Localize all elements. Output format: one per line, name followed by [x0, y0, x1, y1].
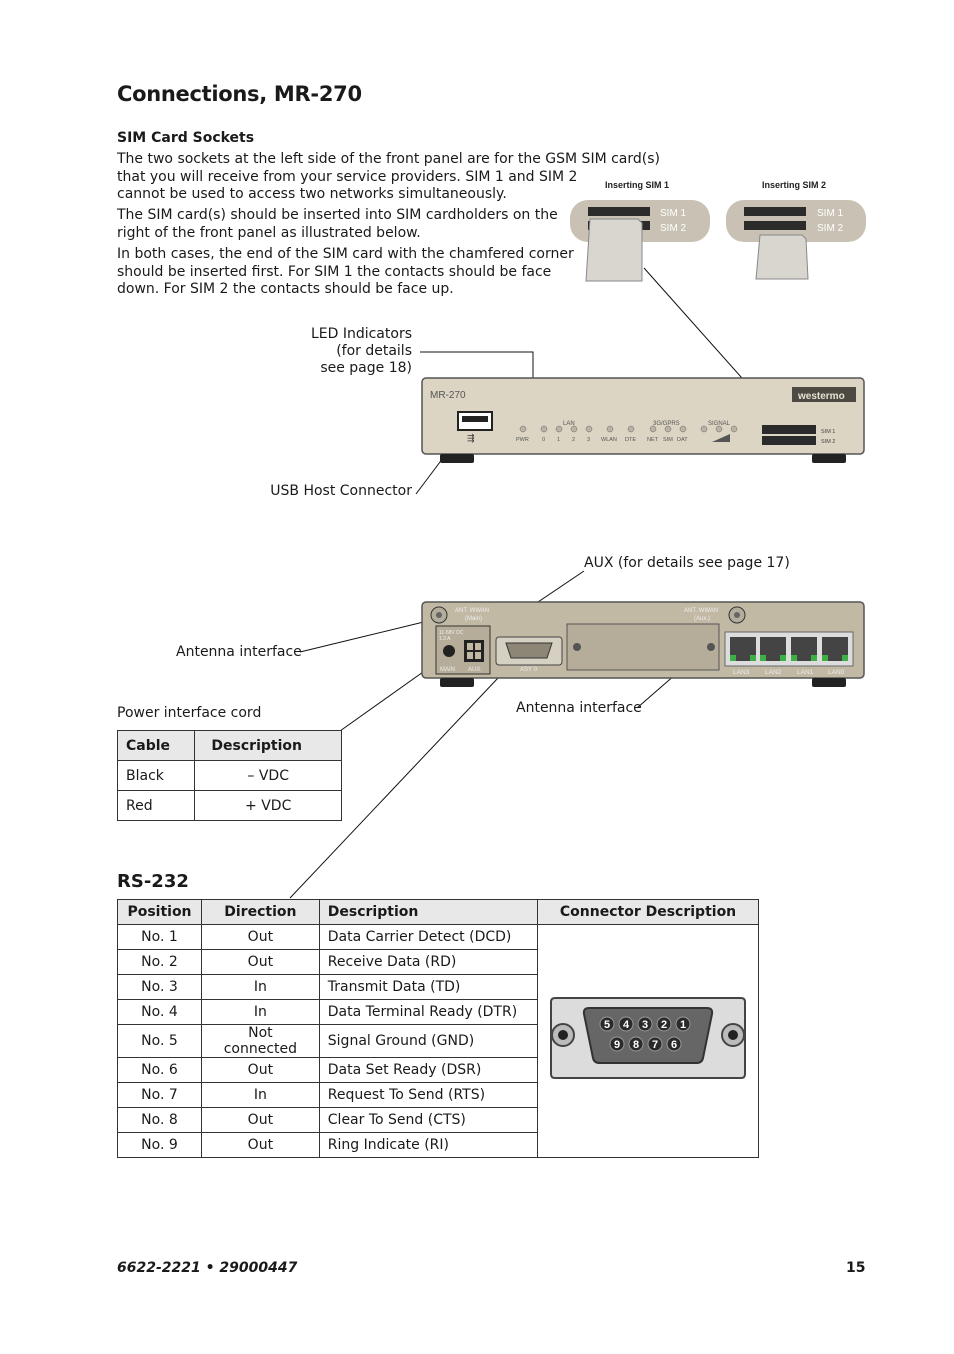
aux-callout: AUX (for details see page 17): [584, 555, 790, 571]
sim-insertion-figure: Inserting SIM 1 Inserting SIM 2 SIM 1 SI…: [570, 180, 866, 282]
expansion-cover: [566, 623, 720, 671]
sim1-slot: [762, 425, 816, 434]
svg-text:1: 1: [680, 1019, 686, 1031]
sim-card-2: [755, 234, 809, 280]
led-indicators-callout: LED Indicators (for details see page 18): [310, 326, 412, 376]
paragraph-3: In both cases, the end of the SIM card w…: [117, 246, 574, 297]
signal-strength-icon: [712, 434, 730, 442]
svg-text:2: 2: [661, 1019, 667, 1031]
svg-text:3G/GPRS: 3G/GPRS: [653, 421, 680, 427]
footer-page-number: 15: [846, 1260, 866, 1276]
footer-doc-number: 6622-2221 • 29000447: [117, 1260, 298, 1276]
svg-text:SIM: SIM: [663, 437, 673, 443]
table-row: Red + VDC: [116, 790, 342, 821]
svg-text:SIM 1: SIM 1: [660, 208, 687, 219]
westermo-logo: [792, 387, 856, 402]
rs232-table-header: Position Direction Description Connector…: [117, 899, 759, 925]
led-row: [519, 425, 738, 433]
svg-text:3: 3: [642, 1019, 648, 1031]
svg-text:LAN2: LAN2: [765, 669, 782, 676]
front-panel: MR-270 westermo ⇶ LAN 3G/GPRS SIGNAL PWR…: [421, 377, 865, 463]
page-title: Connections, MR-270: [117, 82, 362, 106]
svg-text:0: 0: [542, 437, 545, 443]
sim2-slot: [762, 436, 816, 445]
svg-text:ASY 0: ASY 0: [520, 667, 538, 673]
svg-text:SIM 1: SIM 1: [821, 429, 835, 435]
table-row: Black – VDC: [116, 760, 342, 791]
paragraph-2: The SIM card(s) should be inserted into …: [117, 207, 558, 241]
sim-card-1: [585, 218, 643, 282]
power-jack: [443, 645, 455, 657]
svg-text:MAIN: MAIN: [440, 667, 455, 673]
power-cord-label: Power interface cord: [117, 705, 262, 721]
svg-text:8: 8: [633, 1039, 639, 1051]
svg-text:ANT. WWAN: ANT. WWAN: [455, 608, 489, 614]
svg-text:9: 9: [614, 1039, 620, 1051]
svg-text:LAN0: LAN0: [828, 669, 845, 676]
svg-text:6: 6: [671, 1039, 677, 1051]
cable-table: Cable Description Black – VDC Red + VDC: [116, 730, 342, 821]
model-label: MR-270: [430, 390, 466, 401]
svg-text:7: 7: [652, 1039, 658, 1051]
svg-text:PWR: PWR: [516, 437, 529, 443]
svg-text:LAN1: LAN1: [797, 669, 814, 676]
svg-text:4: 4: [623, 1019, 630, 1031]
svg-text:SIM 2: SIM 2: [660, 223, 687, 234]
svg-text:1: 1: [557, 437, 560, 443]
svg-text:5: 5: [604, 1019, 610, 1031]
svg-text:LAN3: LAN3: [733, 669, 750, 676]
svg-text:DAT: DAT: [677, 437, 688, 443]
header-cable: Cable: [116, 730, 196, 761]
svg-text:westermo: westermo: [797, 391, 845, 402]
cable-table-header: Cable Description: [116, 730, 342, 761]
rs232-table: Position Direction Description Connector…: [117, 899, 759, 1158]
svg-text:(Main): (Main): [465, 616, 482, 622]
rs232-heading: RS-232: [117, 871, 189, 892]
svg-text:NET: NET: [647, 437, 659, 443]
svg-text:2: 2: [572, 437, 575, 443]
svg-text:SIGNAL: SIGNAL: [708, 421, 731, 427]
svg-text:SIM 1: SIM 1: [817, 208, 844, 219]
svg-text:DTE: DTE: [625, 437, 636, 443]
paragraph-1: The two sockets at the left side of the …: [117, 151, 660, 202]
rear-panel: ANT. WWAN (Main) ANT. WWAN (Aux.) 11-58V…: [421, 601, 865, 687]
svg-text:AUX.: AUX.: [468, 667, 482, 673]
db9-connector-diagram: 5 4 3 2 1 9 8 7 6: [550, 997, 747, 1079]
sim-heading: SIM Card Sockets: [117, 130, 255, 146]
svg-text:SIM 2: SIM 2: [821, 439, 835, 445]
svg-text:SIM 2: SIM 2: [817, 223, 844, 234]
svg-text:⇶: ⇶: [467, 433, 475, 443]
header-description: Description: [194, 730, 342, 761]
svg-text:(Aux.): (Aux.): [694, 616, 710, 622]
svg-text:1.3 A: 1.3 A: [439, 636, 451, 642]
svg-text:3: 3: [587, 437, 590, 443]
svg-text:ANT. WWAN: ANT. WWAN: [684, 608, 718, 614]
usb-host-callout: USB Host Connector: [270, 483, 412, 499]
connector-cell: 5 4 3 2 1 9 8 7 6: [537, 924, 759, 1158]
svg-text:WLAN: WLAN: [601, 437, 617, 443]
inserting-sim2-label: Inserting SIM 2: [762, 180, 826, 190]
svg-text:11-58V DC: 11-58V DC: [439, 630, 464, 636]
svg-text:LAN: LAN: [563, 421, 575, 427]
antenna-right-callout: Antenna interface: [516, 700, 642, 716]
antenna-left-callout: Antenna interface: [176, 644, 302, 660]
table-row: No. 1 Out Data Carrier Detect (DCD) 5: [117, 924, 759, 1158]
inserting-sim1-label: Inserting SIM 1: [605, 180, 669, 190]
